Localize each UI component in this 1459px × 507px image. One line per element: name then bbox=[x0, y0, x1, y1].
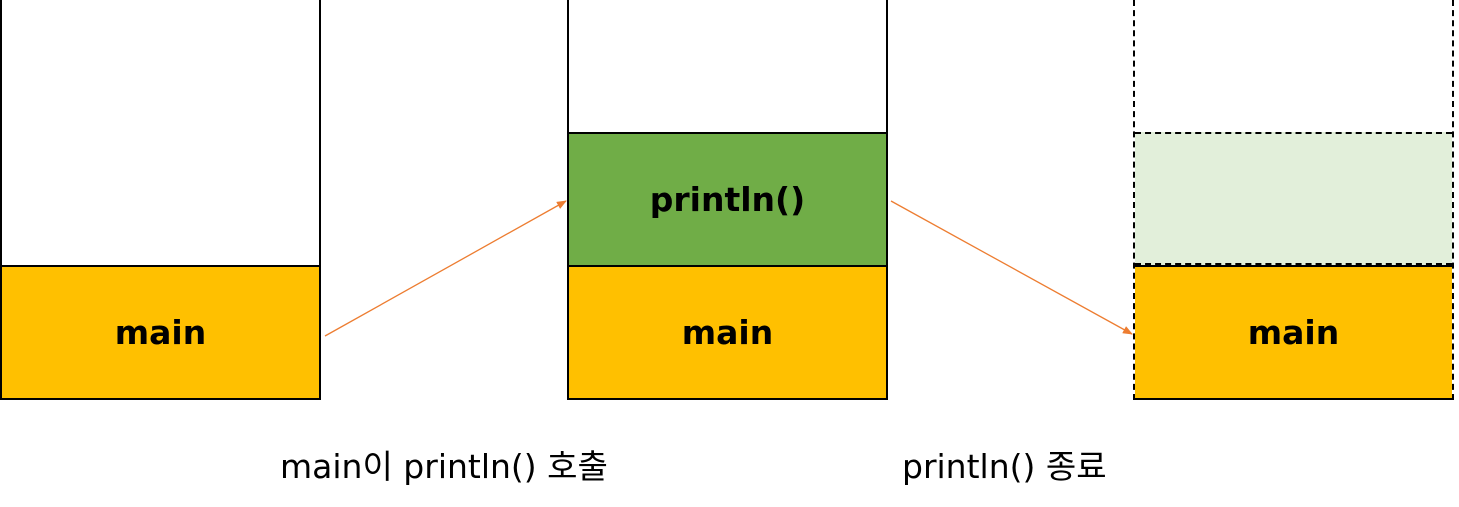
call-stack-before: main bbox=[0, 0, 321, 400]
caption-end: println() 종료 bbox=[902, 447, 1107, 486]
call-arrow bbox=[324, 200, 567, 337]
call-stack-during-call: println() main bbox=[567, 0, 888, 400]
return-arrow bbox=[890, 200, 1133, 335]
call-stack-after-return: main bbox=[1133, 0, 1454, 400]
stack-frame-println-removed bbox=[1135, 132, 1452, 265]
stack-frame-main: main bbox=[569, 265, 886, 398]
stack-frame-main: main bbox=[2, 265, 319, 398]
stack-frame-println: println() bbox=[569, 132, 886, 265]
caption-call: main이 println() 호출 bbox=[280, 447, 608, 486]
stack-frame-main: main bbox=[1135, 265, 1452, 398]
